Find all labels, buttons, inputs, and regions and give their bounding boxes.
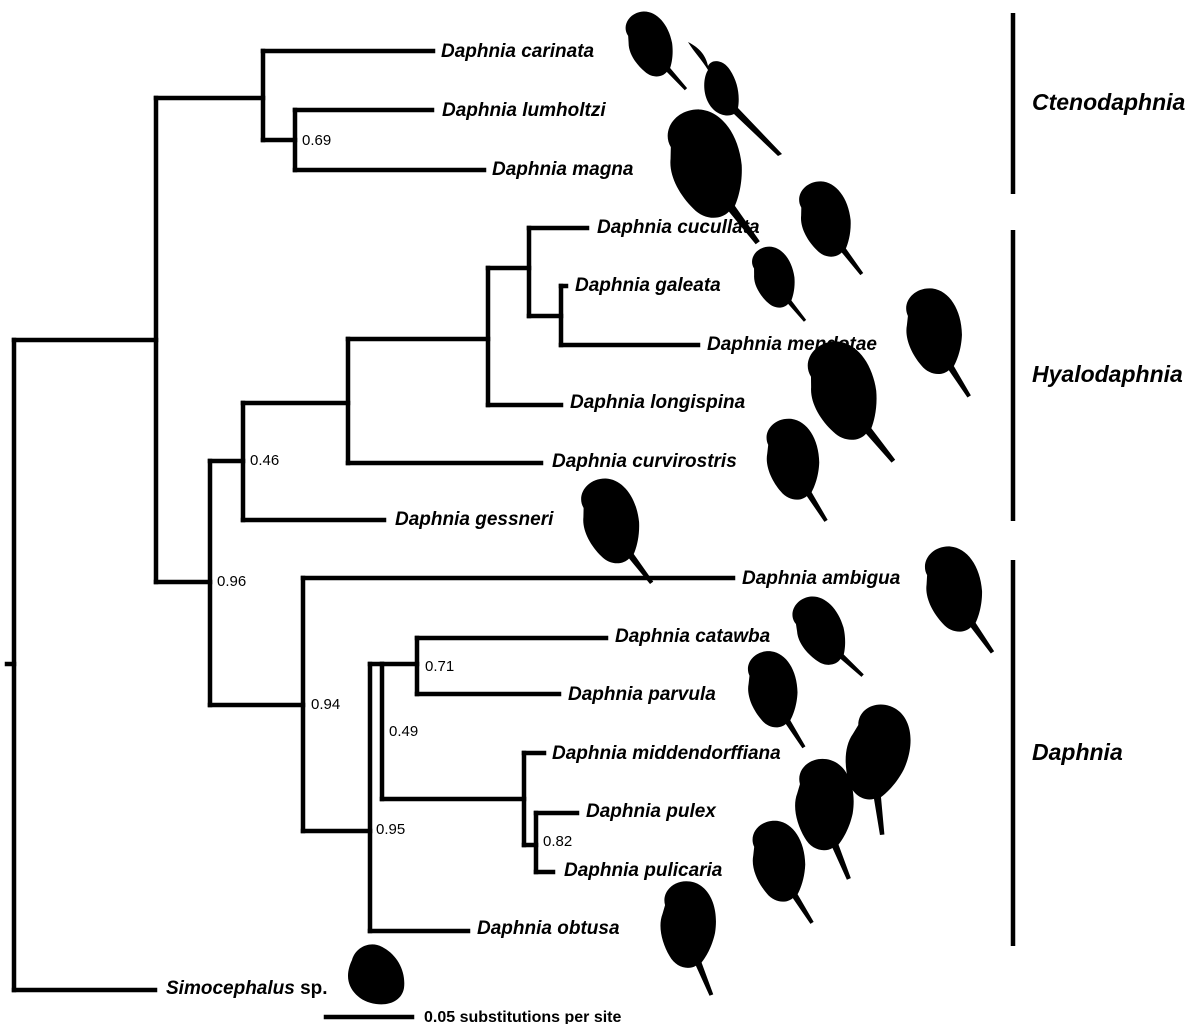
support-value: 0.46 [250,452,279,469]
daphnia-silhouette-icon [654,879,723,997]
scale-bar: 0.05 substitutions per site [323,1009,621,1024]
daphnia-silhouette-icon [688,42,782,156]
taxon-daphnia-longispina: Daphnia longispina [570,392,746,413]
taxon-daphnia-galeata: Daphnia galeata [575,275,721,296]
taxon-daphnia-magna: Daphnia magna [492,159,634,180]
scale-bar-label: 0.05 substitutions per site [424,1009,621,1024]
simocephalus-silhouette-icon [348,944,405,1005]
silhouettes [348,5,995,1005]
daphnia-silhouette-icon [620,5,688,102]
taxon-daphnia-gessneri: Daphnia gessneri [395,509,554,530]
taxon-daphnia-carinata: Daphnia carinata [441,41,595,62]
clade-label-ctenodaphnia: Ctenodaphnia [1032,89,1186,115]
daphnia-silhouette-icon [763,416,828,527]
support-value: 0.95 [376,821,405,838]
daphnia-silhouette-icon [794,176,864,284]
support-value: 0.94 [311,696,340,713]
support-value: 0.69 [302,132,331,149]
support-value: 0.96 [217,573,246,590]
taxon-daphnia-parvula: Daphnia parvula [568,684,716,705]
clade-label-hyalodaphnia: Hyalodaphnia [1032,361,1183,387]
taxon-labels: Daphnia carinata Daphnia lumholtzi Daphn… [166,41,901,999]
clade-label-daphnia: Daphnia [1032,739,1123,765]
clade-brackets: Ctenodaphnia Hyalodaphnia Daphnia [1010,13,1186,946]
taxon-daphnia-obtusa: Daphnia obtusa [477,918,620,939]
daphnia-silhouette-icon [920,541,995,662]
daphnia-silhouette-icon [786,587,865,693]
taxon-simocephalus: Simocephalus sp. [166,978,328,999]
taxon-simocephalus-genus: Simocephalus [166,978,295,999]
daphnia-silhouette-icon [744,648,806,753]
support-value: 0.49 [389,723,418,740]
taxon-daphnia-ambigua: Daphnia ambigua [742,568,901,589]
daphnia-silhouette-icon [576,472,654,594]
taxon-daphnia-cucullata: Daphnia cucullata [597,217,760,238]
taxon-daphnia-pulicaria: Daphnia pulicaria [564,860,723,881]
taxon-daphnia-pulex: Daphnia pulex [586,801,717,822]
daphnia-silhouette-icon [902,285,972,403]
taxon-daphnia-curvirostris: Daphnia curvirostris [552,451,737,472]
taxon-daphnia-catawba: Daphnia catawba [615,626,771,647]
taxon-simocephalus-suffix: sp. [295,978,328,999]
support-value: 0.82 [543,833,572,850]
support-values: 0.69 0.46 0.96 0.94 0.71 0.49 0.95 0.82 [217,132,572,850]
taxon-daphnia-lumholtzi: Daphnia lumholtzi [442,100,606,121]
daphnia-silhouette-icon [748,241,807,331]
tree-branches [4,48,736,993]
support-value: 0.71 [425,658,454,675]
taxon-daphnia-middendorffiana: Daphnia middendorffiana [552,743,781,764]
